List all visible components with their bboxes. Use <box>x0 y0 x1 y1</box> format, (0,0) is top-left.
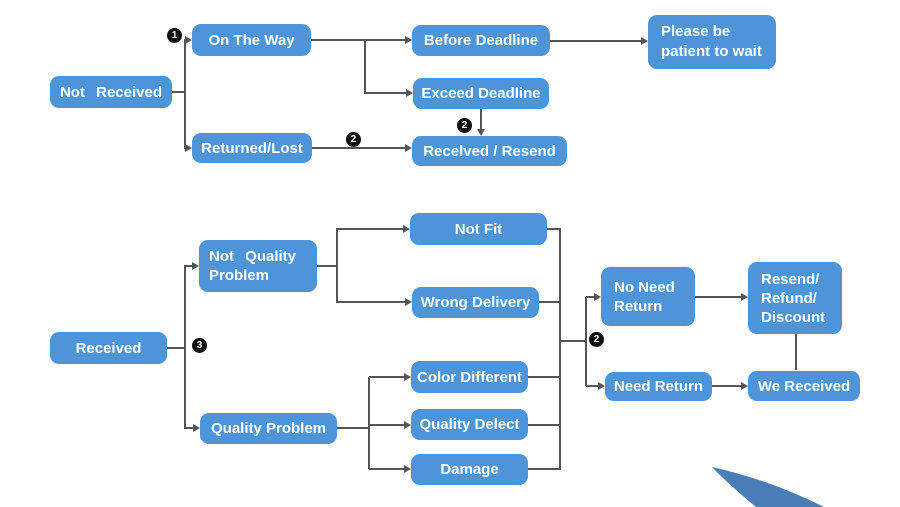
node-wrong-delivery: Wrong Delivery <box>412 287 539 318</box>
step-marker-3-received: 3 <box>192 338 207 353</box>
connector-not-received-to-on-the-way <box>172 36 192 93</box>
node-resend-refund-discount: Resend/ Refund/ Discount <box>748 262 842 334</box>
node-quality-delect: Quality Delect <box>411 409 528 440</box>
node-not-received: Not Received <box>50 76 172 108</box>
connector-on-the-way-to-exceed-deadline <box>364 40 413 97</box>
node-quality-problem: Quality Problem <box>200 413 337 444</box>
connector-not-received-to-returned-lost <box>184 92 192 152</box>
node-not-fit: Not Fit <box>410 213 547 245</box>
node-color-different: Color Different <box>411 361 528 393</box>
connector-received-to-quality-problem <box>184 348 200 432</box>
node-on-the-way: On The Way <box>192 24 311 56</box>
node-please-wait: Please be patient to wait <box>648 15 776 69</box>
node-need-return: Need Return <box>605 372 712 401</box>
connector-nqp-to-wrong-delivery <box>336 266 412 306</box>
node-exceed-deadline: Exceed Deadline <box>413 78 549 109</box>
node-we-received: We Received <box>748 371 860 401</box>
node-before-deadline: Before Deadline <box>412 25 550 56</box>
node-not-quality-problem: Not Quality Problem <box>199 240 317 292</box>
node-no-need-return: No Need Return <box>601 267 695 326</box>
node-received-resend: Recelved / Resend <box>412 136 567 166</box>
node-received: Received <box>50 332 167 364</box>
node-damage: Damage <box>411 454 528 485</box>
node-returned-lost: Returned/Lost <box>192 133 312 163</box>
connector-nqp-to-not-fit <box>317 225 410 267</box>
step-marker-2-exceed: 2 <box>457 118 472 133</box>
step-marker-2-returned: 2 <box>346 132 361 147</box>
step-marker-1: 1 <box>167 28 182 43</box>
swoosh-decoration <box>712 467 824 507</box>
connector-received-to-not-quality-problem <box>167 262 199 349</box>
step-marker-2-junction: 2 <box>589 332 604 347</box>
